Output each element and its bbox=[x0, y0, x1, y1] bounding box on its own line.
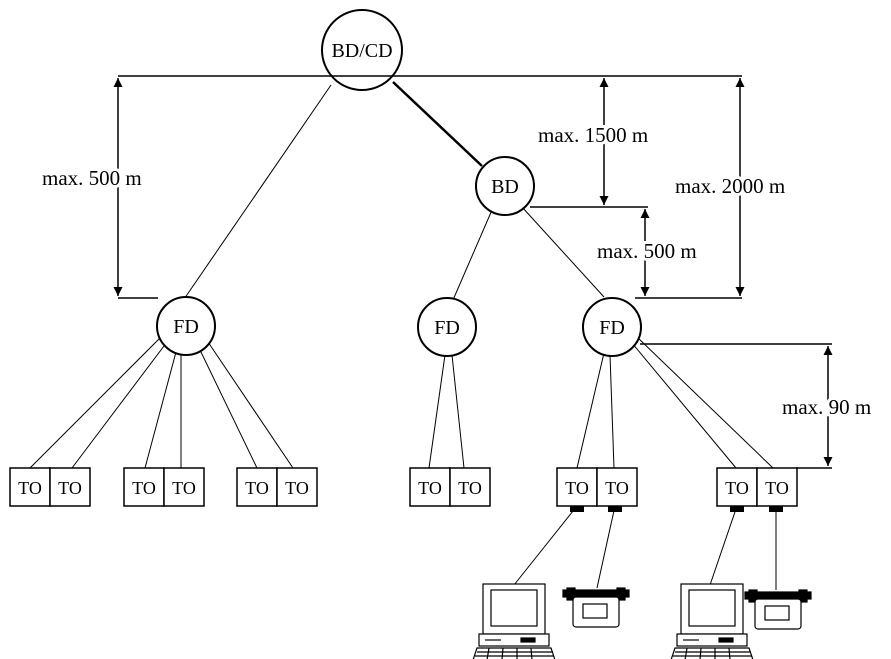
node-bdcd: BD/CD bbox=[321, 9, 403, 91]
outlets-middle: TO TO bbox=[409, 467, 491, 507]
outlet-label: TO bbox=[565, 478, 589, 498]
outlets-left-c: TO TO bbox=[236, 467, 318, 507]
node-fd-middle-label: FD bbox=[434, 317, 460, 339]
outlet-jack-icon bbox=[608, 506, 622, 512]
label-bd-1500: max. 1500 m bbox=[538, 123, 648, 147]
link-bdcd-fd-left bbox=[179, 84, 332, 306]
outlet-label: TO bbox=[285, 478, 309, 498]
outlet-label: TO bbox=[458, 478, 482, 498]
outlet-label: TO bbox=[172, 478, 196, 498]
node-fd-middle: FD bbox=[417, 297, 477, 357]
node-fd-right-label: FD bbox=[599, 317, 625, 339]
node-fd-right: FD bbox=[582, 297, 642, 357]
telephone-icon bbox=[562, 587, 630, 628]
outlet-label: TO bbox=[245, 478, 269, 498]
outlet-label: TO bbox=[58, 478, 82, 498]
label-campus-500: max. 500 m bbox=[42, 166, 142, 190]
node-bd-label: BD bbox=[491, 176, 519, 198]
computer-icon bbox=[670, 583, 754, 659]
telephone-icon bbox=[744, 589, 812, 630]
outlet-jack-icon bbox=[570, 506, 584, 512]
outlet-label: TO bbox=[725, 478, 749, 498]
backbone-links bbox=[179, 81, 605, 306]
outlets-right-a: TO TO bbox=[556, 467, 638, 512]
outlet-jack-icon bbox=[730, 506, 744, 512]
outlet-jack-icon bbox=[769, 506, 783, 512]
outlets-left-b: TO TO bbox=[123, 467, 205, 507]
outlet-label: TO bbox=[765, 478, 789, 498]
outlet-label: TO bbox=[605, 478, 629, 498]
node-bd: BD bbox=[475, 156, 535, 216]
label-building-500: max. 500 m bbox=[597, 239, 697, 263]
node-fd-left: FD bbox=[156, 296, 216, 356]
dimension-labels: max. 500 m max. 1500 m max. 2000 m max. … bbox=[39, 120, 874, 422]
device-cables bbox=[513, 505, 777, 590]
outlets-left-a: TO TO bbox=[9, 467, 91, 507]
outlet-label: TO bbox=[132, 478, 156, 498]
outlet-label: TO bbox=[418, 478, 442, 498]
link-bdcd-bd bbox=[392, 81, 483, 167]
dimension-lines bbox=[118, 75, 832, 469]
label-horizontal-90: max. 90 m bbox=[782, 395, 871, 419]
horizontal-links bbox=[29, 335, 774, 469]
label-total-2000: max. 2000 m bbox=[675, 174, 785, 198]
outlet-label: TO bbox=[18, 478, 42, 498]
node-bdcd-label: BD/CD bbox=[331, 40, 392, 62]
outlets-right-b: TO TO bbox=[716, 467, 798, 512]
link-bd-fd-middle bbox=[452, 209, 493, 301]
node-fd-left-label: FD bbox=[173, 316, 199, 338]
computer-icon bbox=[472, 583, 556, 659]
link-bd-fd-right bbox=[521, 206, 605, 298]
dimension-arrows bbox=[113, 78, 833, 466]
